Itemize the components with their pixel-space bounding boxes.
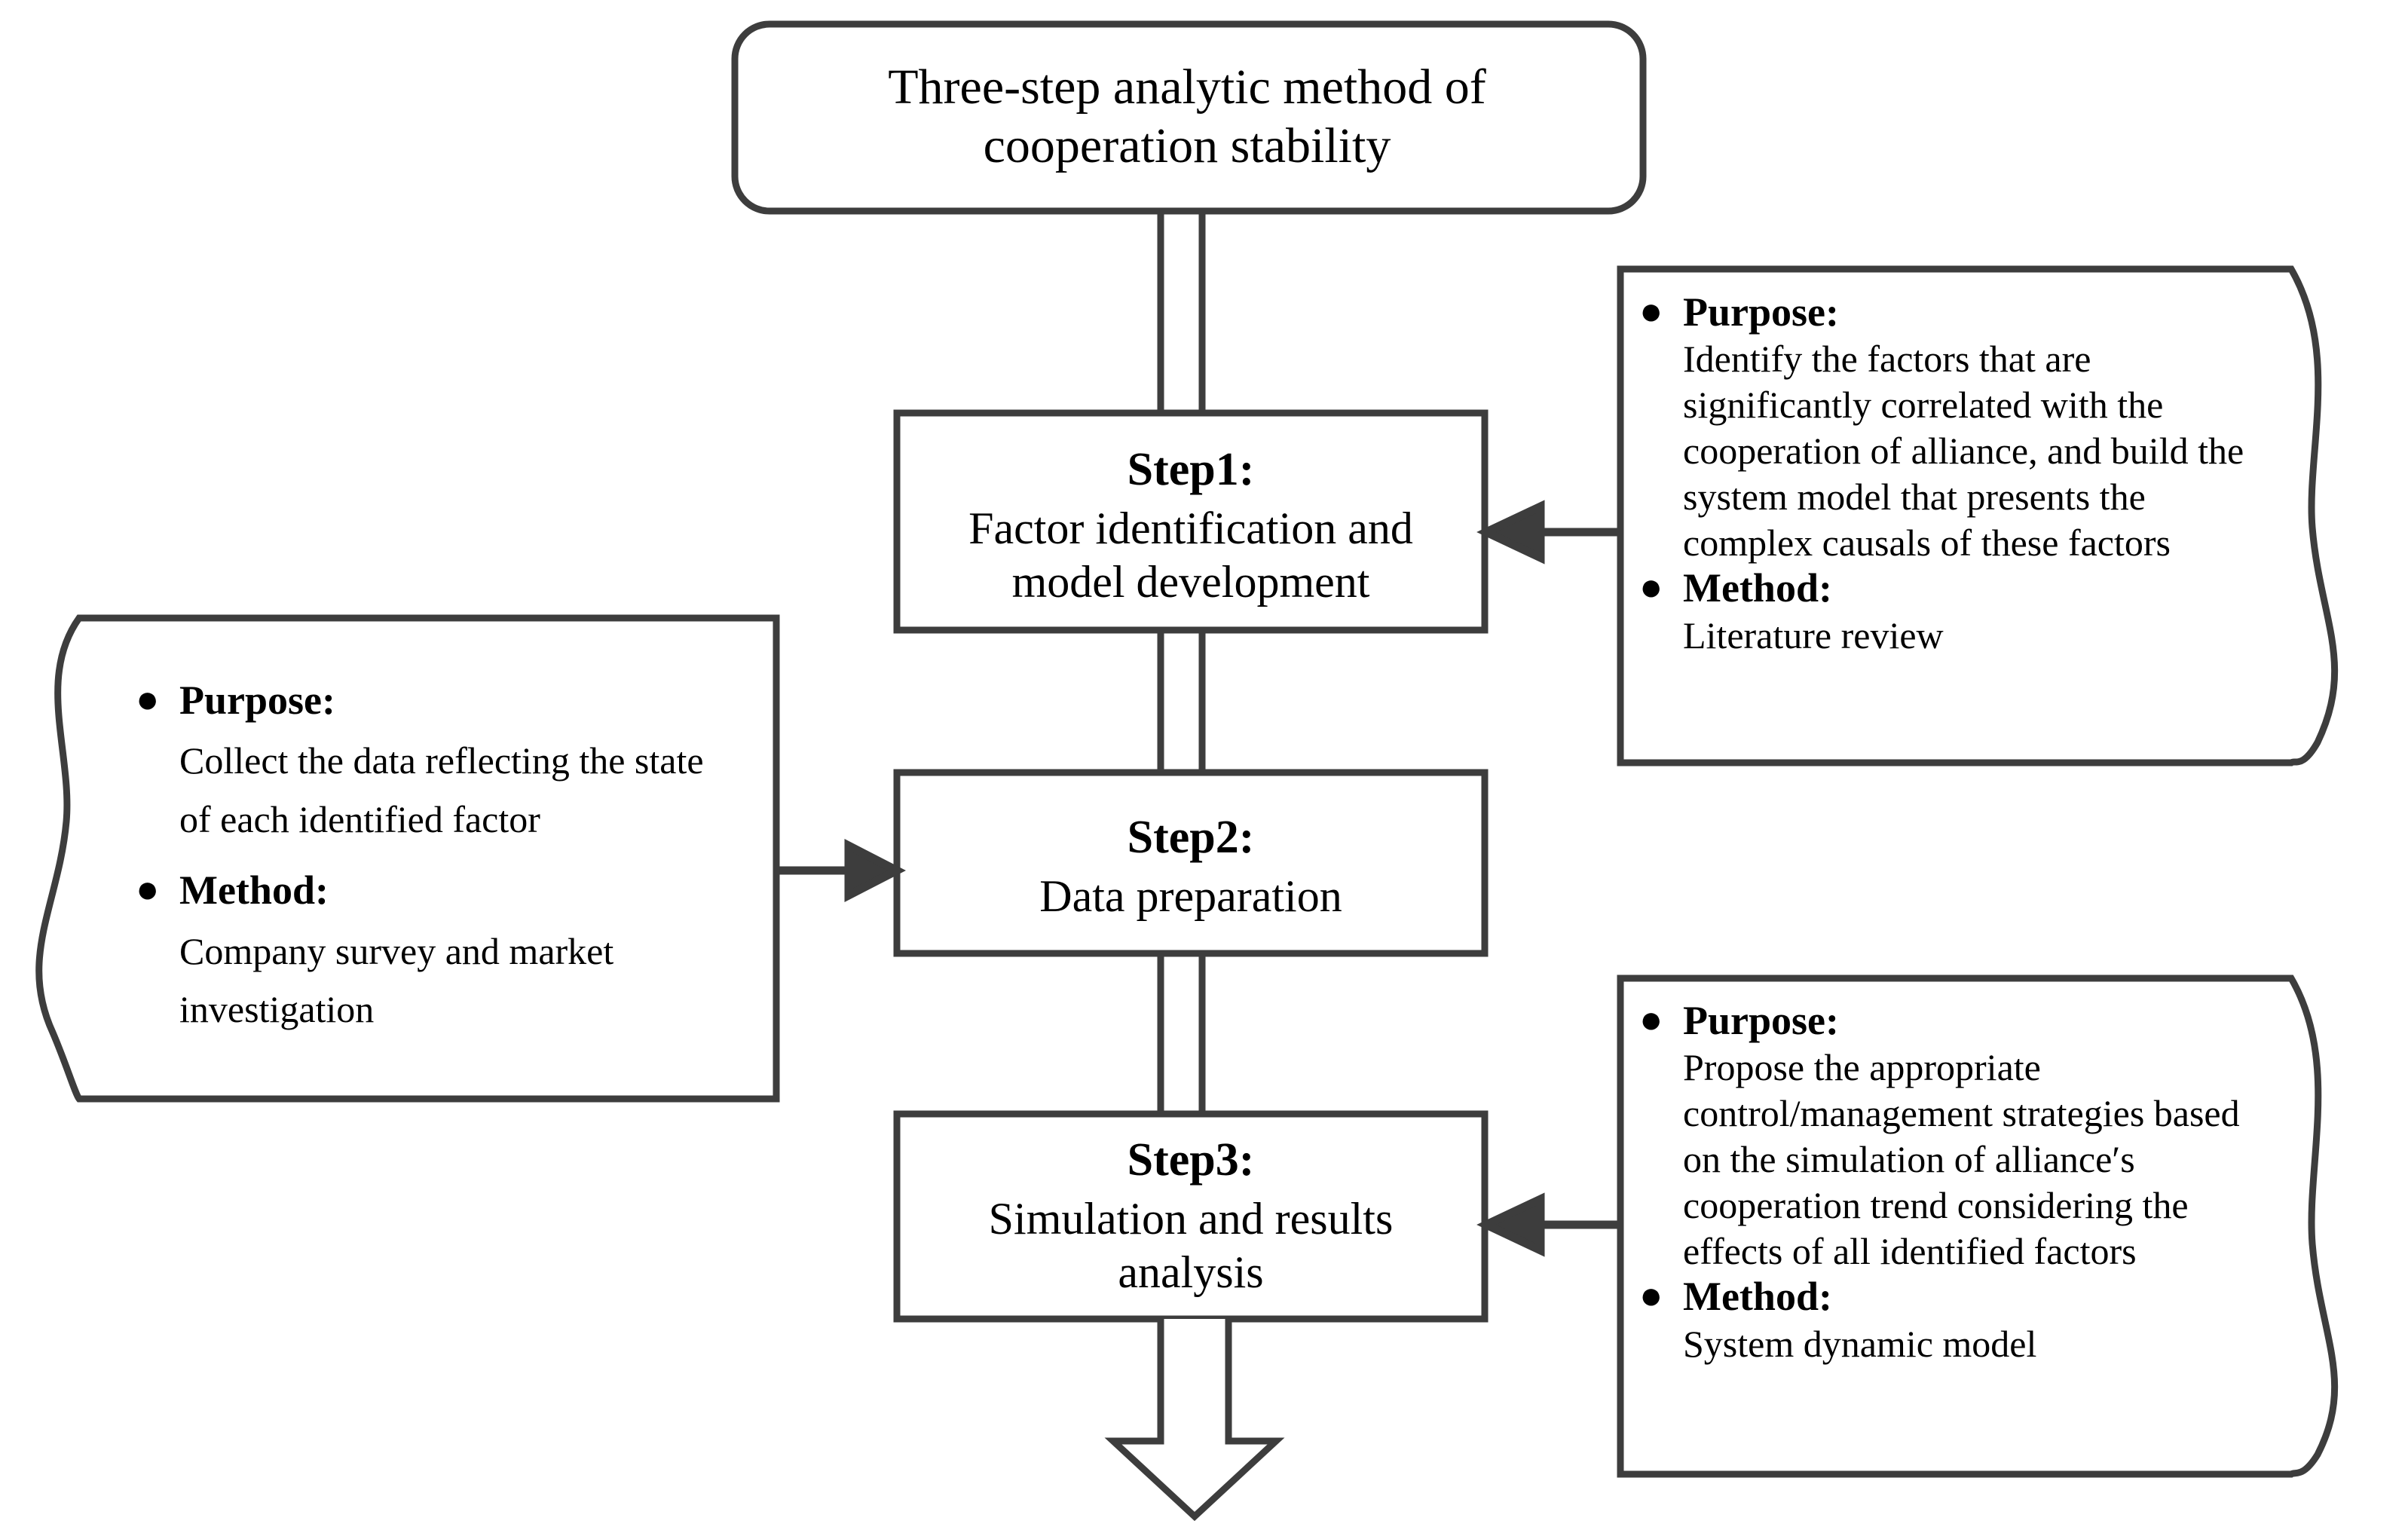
connector-step2-step3 [1157,953,1206,1114]
callout-step1-purpose-row: ● Purpose: [1639,289,2257,335]
bullet-icon: ● [1639,1274,1663,1318]
callout-step3-method-row: ● Method: [1639,1274,2265,1319]
step2-heading: Step2: [1127,812,1255,864]
callout-step3-content: ● Purpose: Propose the appropriate contr… [1639,998,2265,1367]
step1-line-2: model development [1011,556,1370,607]
connector-title-step1 [1157,211,1206,413]
arrow-head-callout1-step1 [1476,500,1545,565]
callout-step1-purpose-label: Purpose: [1683,289,1839,335]
callout-step2-content: ● Purpose: Collect the data reflecting t… [136,678,731,1059]
arrow-head-callout2-step2 [844,838,907,903]
step1-line-1: Factor identification and [968,503,1413,553]
step3-heading: Step3: [1127,1134,1255,1186]
callout-step2-method-row: ● Method: [136,867,731,913]
title-line-1: Three-step analytic method of [888,60,1486,115]
callout-step2-method-label: Method: [179,867,329,913]
title-box-label: Three-step analytic method of cooperatio… [735,30,1639,203]
step1-label: Step1: Factor identification and model d… [897,416,1485,635]
connector-step1-step2 [1157,630,1206,773]
callout-step1-method-text: Literature review [1683,613,1944,656]
step1-heading: Step1: [1127,443,1255,495]
bullet-icon: ● [136,678,160,721]
arrow-head-callout3-step3 [1476,1192,1545,1257]
step2-line-1: Data preparation [1039,871,1342,922]
callout-step3-method-label: Method: [1683,1274,1832,1320]
bullet-icon: ● [1639,566,1663,610]
callout-step1-method-row: ● Method: [1639,565,2257,611]
callout-step3-purpose-label: Purpose: [1683,998,1839,1043]
callout-step2-method-text: Company survey and market investigation [179,929,614,1031]
step2-label: Step2: Data preparation [897,776,1485,957]
callout-step1-content: ● Purpose: Identify the factors that are… [1639,289,2257,659]
title-line-2: cooperation stability [983,118,1391,173]
bullet-icon: ● [136,868,160,912]
step3-line-2: analysis [1118,1247,1264,1297]
callout-step3-purpose-text: Propose the appropriate control/manageme… [1683,1046,2240,1273]
step3-label: Step3: Simulation and results analysis [897,1114,1485,1317]
callout-step2-purpose-row: ● Purpose: [136,678,731,723]
bullet-icon: ● [1639,290,1663,333]
callout-step1-method-label: Method: [1683,565,1832,611]
callout-step1-purpose-text: Identify the factors that are significan… [1683,338,2244,565]
callout-step3-purpose-row: ● Purpose: [1639,998,2265,1043]
bullet-icon: ● [1639,999,1663,1042]
output-block-arrow [1104,1319,1285,1522]
step3-line-1: Simulation and results [988,1193,1394,1244]
callout-step3-method-text: System dynamic model [1683,1322,2037,1365]
callout-step2-purpose-text: Collect the data reflecting the state of… [179,739,704,840]
callout-step2-purpose-label: Purpose: [179,678,335,723]
